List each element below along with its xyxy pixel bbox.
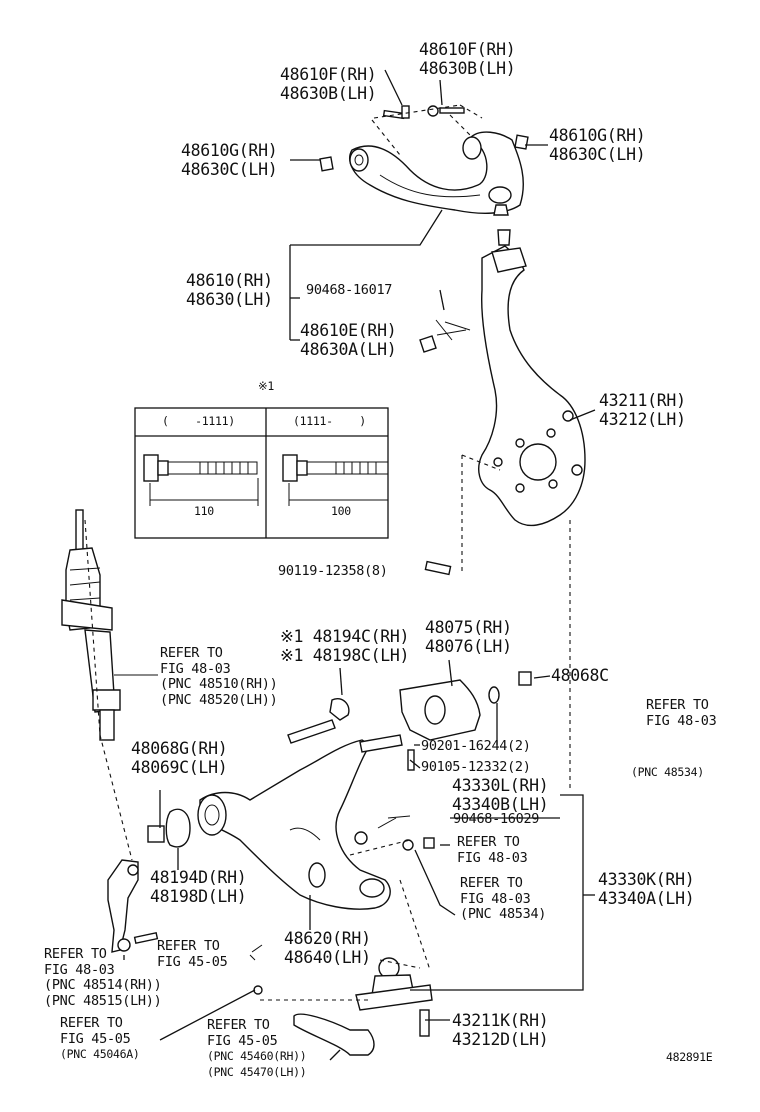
knuckle-bolts <box>419 319 471 576</box>
label-48068c: 48068C <box>551 666 609 685</box>
label-48194c-48198c: ※1 48194C(RH)※1 48198C(LH) <box>280 627 410 665</box>
inset-col1-dimension: 110 <box>194 504 214 518</box>
label-48610g-48630c-left: 48610G(RH)48630C(LH) <box>181 141 278 179</box>
steering-knuckle <box>478 229 586 527</box>
label-43211k-43212d: 43211K(RH)43212D(LH) <box>452 1011 549 1049</box>
label-90201-16244: 90201-16244(2) <box>421 738 531 754</box>
upper-arm-bolts <box>319 104 529 172</box>
label-48068g-48069c: 48068G(RH)48069C(LH) <box>131 739 228 777</box>
label-pnc-48534-right: (PNC 48534) <box>631 765 704 779</box>
bolt-inset-box <box>134 407 389 539</box>
label-90119-12358: 90119-12358(8) <box>278 563 388 579</box>
label-48620-48640: 48620(RH)48640(LH) <box>284 929 371 967</box>
lower-control-arm <box>197 734 403 910</box>
leader-lines <box>123 69 596 1061</box>
label-48610f-48630b-top: 48610F(RH)48630B(LH) <box>419 40 516 78</box>
tie-rod-end <box>249 944 375 1056</box>
lower-ball-joint <box>355 957 433 1037</box>
label-48610-48630: 48610(RH)48630(LH) <box>186 271 273 309</box>
label-43330k-43340a: 43330K(RH)43340A(LH) <box>598 870 695 908</box>
stabilizer-link <box>84 519 159 953</box>
lower-arm-hardware <box>147 671 532 851</box>
inset-col2-header: (1111- ) <box>293 414 366 428</box>
label-48075-48076: 48075(RH)48076(LH) <box>425 618 512 656</box>
label-43330l-43340b: 43330L(RH)43340B(LH) <box>452 776 549 814</box>
label-48194d-48198d: 48194D(RH)48198D(LH) <box>150 868 247 906</box>
label-48610g-48630c-right: 48610G(RH)48630C(LH) <box>549 126 646 164</box>
inset-col1-header: ( -1111) <box>162 414 235 428</box>
label-48610e-48630a: 48610E(RH)48630A(LH) <box>300 321 397 359</box>
figure-id: 482891E <box>666 1050 713 1064</box>
label-90105-12332: 90105-12332(2) <box>421 759 531 775</box>
label-90468-16029: 90468-16029 <box>453 811 540 827</box>
label-note-mark-inset: ※1 <box>258 379 274 393</box>
shock-absorber <box>61 509 158 741</box>
upper-control-arm <box>349 131 524 216</box>
label-48610f-48630b-left: 48610F(RH)48630B(LH) <box>280 65 377 103</box>
inset-col2-dimension: 100 <box>331 504 351 518</box>
label-90468-16017: 90468-16017 <box>306 282 393 298</box>
label-43211-43212: 43211(RH)43212(LH) <box>599 391 686 429</box>
